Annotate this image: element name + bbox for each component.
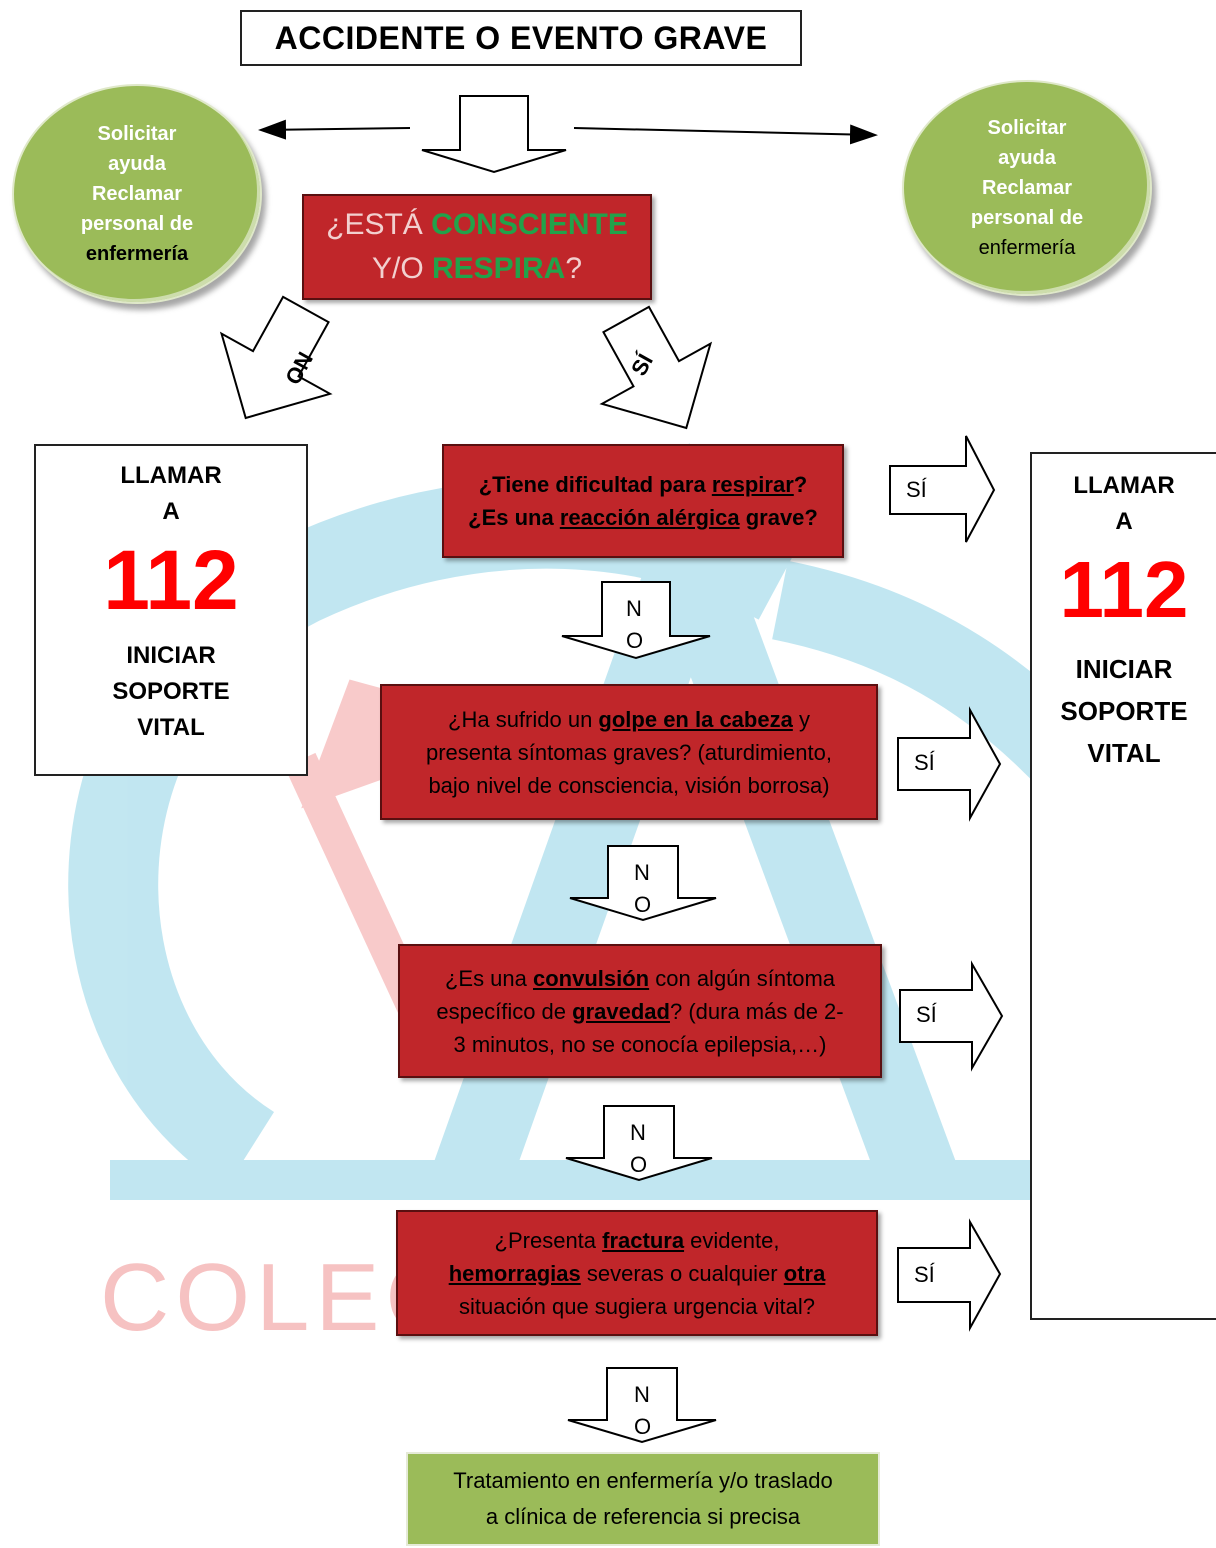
label-o-4: O bbox=[634, 1414, 652, 1439]
label-o-3: O bbox=[630, 1152, 648, 1177]
call-left-label1: LLAMAR bbox=[120, 462, 222, 489]
help-left-line1: Solicitar bbox=[97, 123, 177, 145]
main-question-box: ¿ESTÁ CONSCIENTE Y/O RESPIRA? bbox=[302, 194, 652, 300]
help-circle-right: Solicitar ayuda Reclamar personal de enf… bbox=[902, 80, 1152, 296]
label-n-4: N bbox=[634, 1382, 650, 1407]
final-line1: Tratamiento en enfermería y/o traslado bbox=[453, 1468, 833, 1493]
help-right-line4: personal de bbox=[970, 207, 1084, 229]
block-arrow-si-down bbox=[599, 305, 713, 430]
call-left-label2: A bbox=[162, 498, 180, 525]
call-left-label4: SOPORTE bbox=[112, 678, 230, 705]
call-112-left: LLAMAR A 112 INICIAR SOPORTE VITAL bbox=[34, 444, 308, 776]
label-si-3: SÍ bbox=[916, 1002, 937, 1027]
call-right-label5: VITAL bbox=[1087, 738, 1161, 768]
emergency-number-right: 112 bbox=[1059, 545, 1189, 634]
call-left-label3: INICIAR bbox=[126, 642, 216, 669]
start-box: ACCIDENTE O EVENTO GRAVE bbox=[240, 10, 802, 66]
label-o-1: O bbox=[626, 628, 644, 653]
help-right-line1: Solicitar bbox=[987, 117, 1067, 139]
emergency-number-left: 112 bbox=[103, 533, 239, 627]
label-n-2: N bbox=[634, 860, 650, 885]
help-right-line5: enfermería bbox=[978, 237, 1076, 259]
arrow-to-help-left bbox=[258, 119, 411, 140]
block-arrow-no-2 bbox=[569, 845, 717, 922]
block-arrow-si-3 bbox=[899, 960, 1004, 1072]
call-right-label3: INICIAR bbox=[1075, 654, 1173, 684]
call-right-label1: LLAMAR bbox=[1073, 472, 1175, 499]
help-left-line5: enfermería bbox=[85, 243, 189, 265]
help-left-line2: ayuda bbox=[108, 153, 166, 175]
call-right-label4: SOPORTE bbox=[1060, 696, 1188, 726]
block-arrow-si-2 bbox=[897, 706, 1002, 822]
question-fracture-bleeding: ¿Presenta fractura evidente, hemorragias… bbox=[396, 1210, 878, 1336]
label-si-4: SÍ bbox=[914, 1262, 935, 1287]
call-left-label5: VITAL bbox=[137, 714, 205, 741]
block-arrow-si-1 bbox=[889, 435, 996, 543]
call-112-right: LLAMAR A 112 INICIAR SOPORTE VITAL bbox=[1030, 452, 1216, 1320]
question-seizure: ¿Es una convulsión con algún síntoma esp… bbox=[398, 944, 882, 1078]
final-treatment-box: Tratamiento en enfermería y/o traslado a… bbox=[406, 1452, 880, 1546]
help-left-line4: personal de bbox=[80, 213, 194, 235]
label-si-2: SÍ bbox=[914, 750, 935, 775]
arrow-to-help-right bbox=[573, 124, 878, 145]
help-right-line2: ayuda bbox=[998, 147, 1056, 169]
label-n-3: N bbox=[630, 1120, 646, 1145]
question-breathing-allergy: ¿Tiene dificultad para respirar? ¿Es una… bbox=[442, 444, 844, 558]
final-line2: a clínica de referencia si precisa bbox=[485, 1504, 801, 1529]
block-arrow-no-3 bbox=[565, 1105, 713, 1182]
help-right-line3: Reclamar bbox=[981, 177, 1073, 199]
block-arrow-no-4 bbox=[567, 1367, 717, 1444]
main-question-line1: ¿ESTÁ CONSCIENTE bbox=[326, 208, 628, 241]
help-left-line3: Reclamar bbox=[91, 183, 183, 205]
help-circle-left: Solicitar ayuda Reclamar personal de enf… bbox=[12, 84, 262, 304]
block-arrow-no-left bbox=[219, 295, 333, 420]
main-question-line2: Y/O RESPIRA? bbox=[371, 252, 583, 285]
call-right-label2: A bbox=[1115, 508, 1133, 535]
question-head-injury: ¿Ha sufrido un golpe en la cabeza y pres… bbox=[380, 684, 878, 820]
label-o-2: O bbox=[634, 892, 652, 917]
label-si-1: SÍ bbox=[906, 477, 927, 502]
block-arrow-start bbox=[421, 95, 567, 174]
block-arrow-no-1 bbox=[561, 581, 711, 660]
start-title: ACCIDENTE O EVENTO GRAVE bbox=[274, 19, 768, 56]
label-n-1: N bbox=[626, 596, 642, 621]
block-arrow-si-4 bbox=[897, 1218, 1002, 1332]
